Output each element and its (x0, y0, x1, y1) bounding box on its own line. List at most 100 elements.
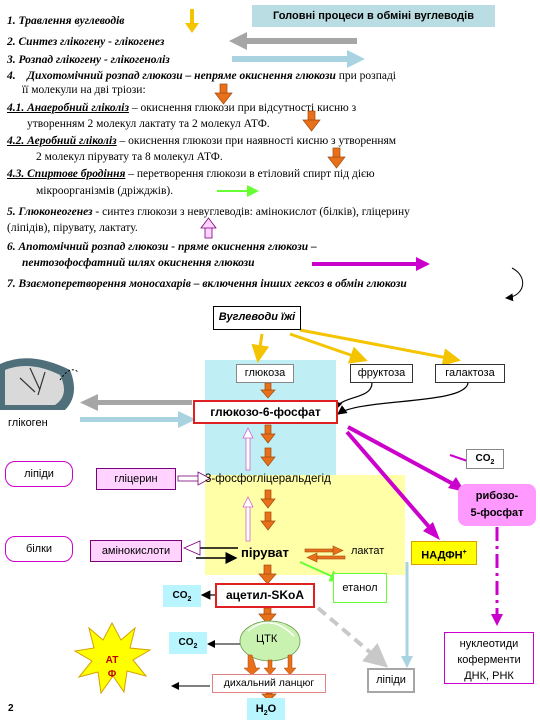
nucleotides-label-1: нуклеотиди (459, 638, 519, 650)
ribose-box: рибозо- 5-фосфат (458, 484, 536, 526)
atp-star (73, 621, 152, 695)
glycogenesis-arrow-head (229, 32, 247, 50)
g3p-to-pyruvate-arrows (260, 489, 276, 531)
co2-box-tca: CO2 (169, 632, 207, 654)
dichotomic-arrow (214, 83, 233, 105)
lactate-label: лактат (351, 545, 385, 557)
line-digestion: 1. Травлення вуглеводів (7, 15, 125, 27)
line-glycogenolysis: 3. Розпад глікогену - глікогеноліз (7, 54, 170, 66)
line-dichotomic-tail: при розпаді (335, 70, 396, 82)
atp-label-2: Ф (107, 669, 117, 680)
glucose-box: глюкоза (236, 364, 294, 383)
line-fermentation-2: мікроорганізмів (дріжджів). (36, 185, 174, 197)
from-glycogen-arrow-body (80, 417, 180, 422)
line-gluconeogenesis-head: 5. Глюконеогенез (7, 206, 93, 218)
tca-label: ЦТК (256, 633, 278, 645)
food-to-galactose-arrow (299, 328, 461, 367)
line-fermentation-tail: – перетворення глюкози в етіловий спирт … (125, 168, 375, 180)
water-o: O (267, 703, 277, 715)
atp-label-1: АТ (105, 655, 119, 666)
line-gluconeogenesis-2: (ліпідів), пірувату, лактату. (7, 222, 138, 234)
g6p-to-nadph-arrow-head (423, 522, 440, 540)
tca-to-resp-arrows (243, 654, 297, 676)
food-to-fructose-arrow (289, 332, 368, 364)
acetyl-to-lipids-arrow (316, 606, 389, 668)
nucleotides-label-3: ДНК, РНК (464, 670, 514, 682)
line-anaerobic-2: утворенням 2 молекул лактату та 2 молеку… (27, 118, 270, 130)
pyruvate-to-acetyl-arrow (258, 564, 277, 585)
fructose-box: фруктоза (350, 364, 413, 383)
line-anaerobic-tail: – окиснення глюкози при відсутності кисн… (128, 102, 357, 114)
nucleotides-box: нуклеотиди коферменти ДНК, РНК (444, 632, 534, 684)
from-glycogen-arrow-head (178, 411, 196, 428)
glycogen-label: глікоген (8, 417, 48, 429)
gluconeogenesis-up-arrows (242, 427, 254, 542)
line-dichotomic-2: її молекули на дві тріози: (22, 84, 146, 96)
line-anaerobic-head: 4.1. Анаеробний гліколіз (7, 102, 129, 114)
anaerobic-arrow (302, 110, 321, 132)
line-fermentation: 4.3. Спиртове бродіння – перетворення гл… (7, 167, 375, 181)
line-glycogenesis: 2. Синтез глікогену - глікогенез (7, 36, 165, 48)
glycogenesis-arrow-body (245, 38, 357, 44)
line-apotomic-2: пентозофосфатний шлях окиснення глюкози (22, 257, 255, 269)
galactose-box: галактоза (435, 364, 505, 383)
glycogenolysis-arrow-head (347, 50, 365, 68)
lipids-box-top: ліпіди (5, 461, 73, 487)
line-aerobic: 4.2. Аеробний гліколіз – окиснення глюко… (7, 134, 396, 148)
apotomic-arrow-head (416, 257, 430, 271)
line-gluconeogenesis-tail: - синтез глюкози з невуглеводів: аміноки… (92, 206, 410, 218)
nucleotides-label-2: коферменти (457, 654, 521, 666)
pyruvate-lactate-arrows (304, 545, 346, 563)
co2-sub: 2 (490, 459, 495, 466)
to-glycogen-arrow-head (80, 394, 98, 411)
line-aerobic-head: 4.2. Аеробний гліколіз (7, 135, 117, 147)
page-title: Головні процеси в обміні вуглеводів (252, 5, 495, 27)
water-sub: 2 (263, 710, 268, 718)
page-number: 2 (8, 703, 14, 714)
line-anaerobic: 4.1. Анаеробний гліколіз – окиснення глю… (7, 101, 356, 115)
triose-zone (205, 475, 405, 575)
respiratory-chain-box: дихальний ланцюг (212, 674, 326, 693)
g6p-to-nadph-arrow-body (345, 430, 432, 530)
acetyl-to-tca-arrow (258, 607, 277, 625)
line-dichotomic: 4. Дихотомічний розпад глюкози – непряме… (7, 69, 396, 83)
line-interconversion: 7. Взаємоперетворення моносахарів – вклю… (7, 278, 407, 290)
gluconeogenesis-arrow (200, 217, 217, 239)
ethanol-box: етанол (333, 573, 387, 603)
interconversion-arrow (505, 267, 523, 302)
glycerol-arrow-body (177, 475, 201, 482)
glycogen-image (0, 358, 79, 410)
co2-label: CO (178, 637, 194, 648)
co2-sub: 2 (187, 596, 192, 603)
ribose-label-2: 5-фосфат (470, 507, 524, 519)
line-dichotomic-num: 4. (7, 70, 16, 82)
line-aerobic-2: 2 молекул пірувату та 8 молекул АТФ. (36, 151, 223, 163)
g6p-to-ribose-arrow-body (347, 425, 456, 487)
amino-arrow-head (183, 540, 201, 556)
g6p-box: глюкозо-6-фосфат (193, 400, 338, 424)
line-aerobic-tail: – окиснення глюкози при наявності кисню … (116, 135, 397, 147)
g3p-label: 3-фосфогліцеральдегід (205, 473, 331, 485)
co2-box-acetyl: CO2 (163, 585, 201, 607)
line-apotomic: 6. Апотомічний розпад глюкози - пряме ок… (7, 241, 317, 253)
co2-box-ppp: CO2 (466, 449, 504, 469)
co2-label: CO (475, 453, 491, 464)
line-gluconeogenesis: 5. Глюконеогенез - синтез глюкози з неву… (7, 205, 410, 219)
atp-label: АТ Ф (95, 654, 129, 688)
lipids-box-bottom: ліпіди (367, 668, 415, 693)
resp-to-water-arrow (261, 692, 277, 702)
glucose-to-g6p-arrow (260, 382, 276, 399)
food-carbs-box: Вуглеводи їжі (213, 306, 301, 330)
co2-sub: 2 (193, 643, 198, 650)
proteins-box: білки (5, 536, 73, 562)
pyruvate-label: піруват (241, 545, 289, 560)
digestion-arrow-body (190, 9, 194, 25)
line-fermentation-head: 4.3. Спиртове бродіння (7, 168, 126, 180)
water-h: H (255, 703, 264, 715)
food-to-glucose-arrow (251, 333, 270, 363)
nadph-label: НАДФН (421, 549, 463, 562)
galactose-to-g6p-arrow (337, 382, 469, 415)
header-arrows (185, 9, 523, 302)
acetyl-coa-box: ацетил-SKoA (215, 583, 315, 608)
